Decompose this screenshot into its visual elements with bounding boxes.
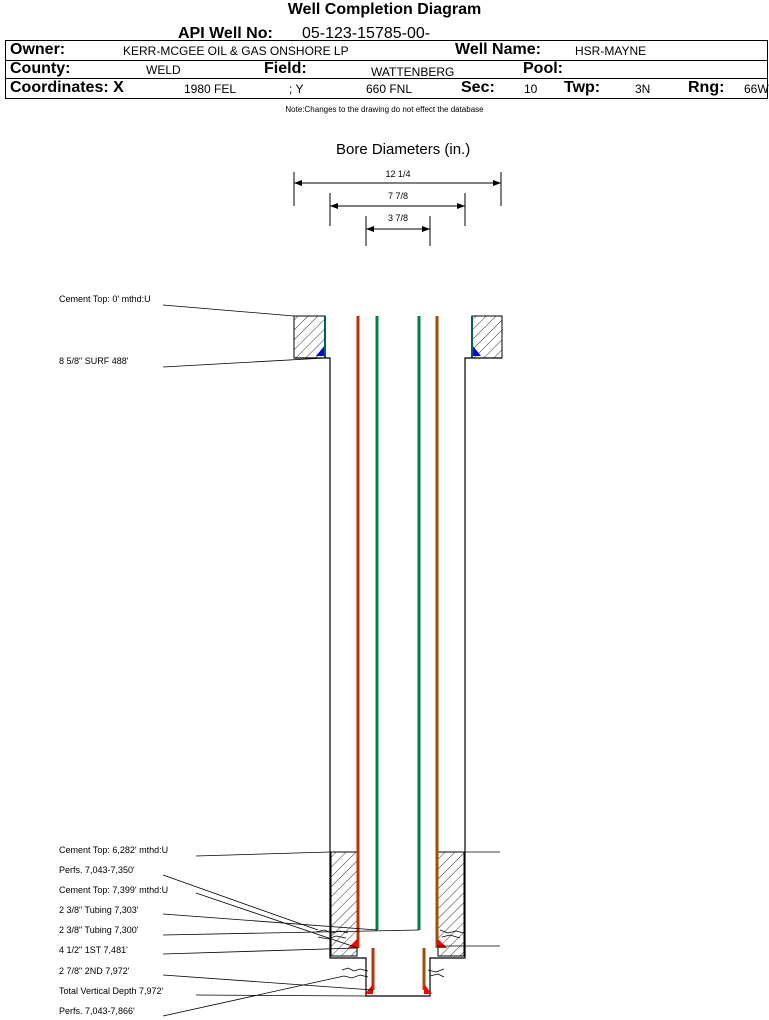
twp-label: Twp: [564,79,601,96]
county-row: County: WELD Field: WATTENBERG Pool: [6,60,767,79]
field-label: Field: [264,60,307,77]
coord-y-value: 660 FNL [366,82,413,96]
annotation-casing-2nd: 2 7/8" 2ND 7,972' [59,966,130,976]
county-value: WELD [146,63,181,77]
api-value: 05-123-15785-00- [302,25,431,42]
owner-row: Owner: KERR-MCGEE OIL & GAS ONSHORE LP W… [6,41,767,61]
coordinates-label: Coordinates: X [10,79,124,96]
surface-shoe-left [316,345,325,356]
owner-label: Owner: [10,41,66,58]
well-name-value: HSR-MAYNE [575,44,647,58]
county-label: County: [10,60,71,77]
production-cement-left [330,851,358,957]
annotation-tubing-7303: 2 3/8" Tubing 7,303' [59,905,139,915]
diagram-title: Well Completion Diagram [287,1,482,18]
surface-shoe-right [472,345,481,356]
annotation-cement-top-surface: Cement Top: 0' mthd:U [59,294,151,304]
annotation-tubing-7300: 2 3/8" Tubing 7,300' [59,925,139,935]
annotation-perfs-7866: Perfs. 7,043-7,866' [59,1006,135,1016]
annotation-cement-top-7399: Cement Top: 7,399' mthd:U [59,885,169,895]
bore-dim-3: 3 7/8 [388,213,408,223]
sec-value: 10 [524,82,538,96]
bore-dimension-lines [293,172,502,246]
leader-lines [162,304,500,1017]
shoe-1st-right [437,938,447,948]
coordinates-row: Coordinates: X 1980 FEL ; Y 660 FNL Sec:… [6,79,769,98]
annotation-casing-1st: 4 1/2" 1ST 7,481' [59,945,128,955]
surface-cement-left [293,315,326,359]
annotation-surface-casing: 8 5/8" SURF 488' [59,356,129,366]
database-note: Note:Changes to the drawing do not effec… [285,105,484,114]
api-label: API Well No: [178,25,273,42]
bore-dim-2: 7 7/8 [388,191,408,201]
annotation-perfs-7350: Perfs. 7,043-7,350' [59,865,135,875]
owner-value: KERR-MCGEE OIL & GAS ONSHORE LP [123,44,349,58]
rng-label: Rng: [688,79,725,96]
coord-x-value: 1980 FEL [184,82,237,96]
shoe-2nd-left [365,984,373,994]
well-name-label: Well Name: [455,41,541,58]
annotation-total-depth: Total Vertical Depth 7,972' [59,986,164,996]
coord-y-label: ; Y [289,82,304,96]
annotation-cement-top-6282: Cement Top: 6,282' mthd:U [59,845,169,855]
perforations [315,929,465,979]
sec-label: Sec: [461,79,495,96]
production-cement-right [437,851,465,957]
header-table: Owner: KERR-MCGEE OIL & GAS ONSHORE LP W… [5,40,769,99]
bore-dim-1: 12 1/4 [385,169,410,179]
bore-diameters-title: Bore Diameters (in.) [336,141,471,158]
shoe-2nd-right [424,984,432,994]
field-value: WATTENBERG [371,65,455,79]
twp-value: 3N [635,82,651,96]
pool-label: Pool: [523,60,563,77]
wellbore-outline [294,357,502,997]
rng-value: 66W [744,82,769,96]
